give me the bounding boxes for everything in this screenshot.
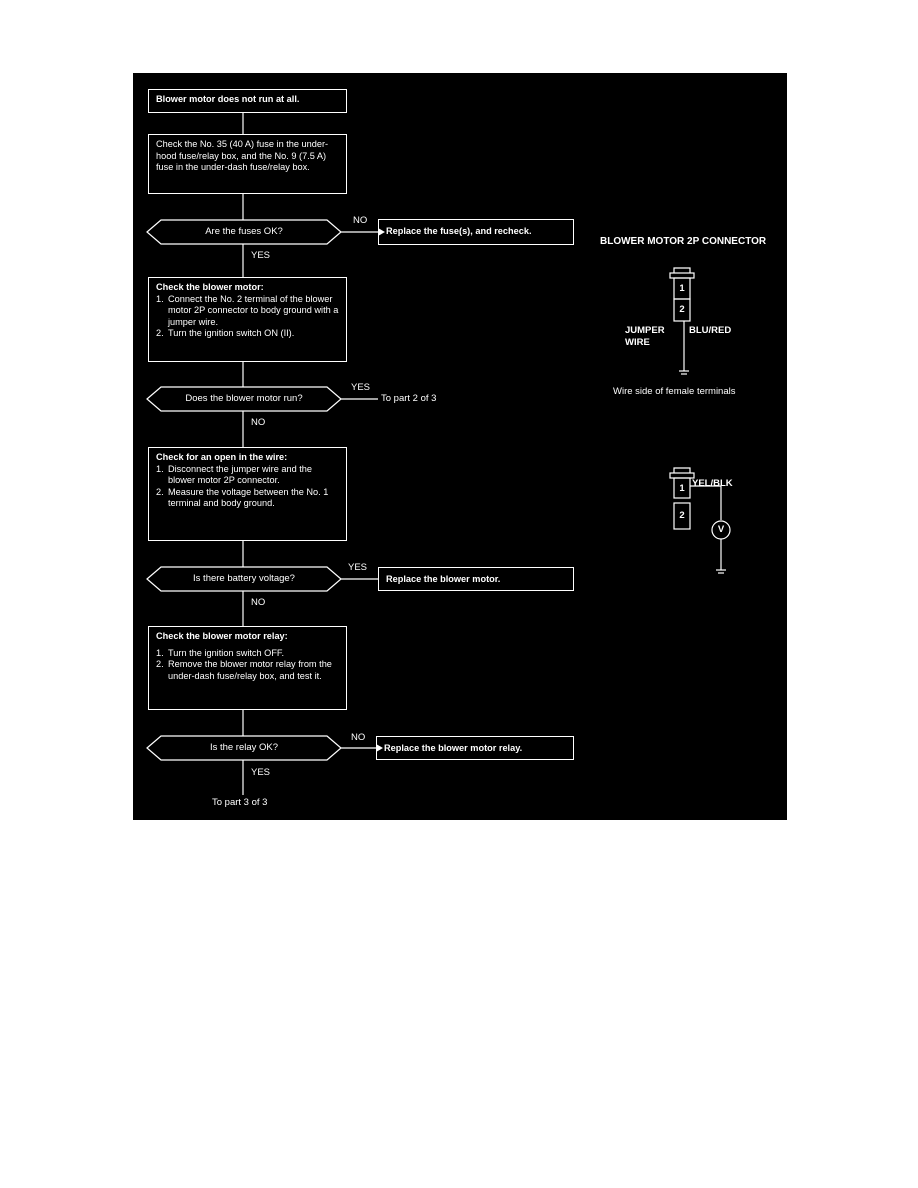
start-text: Blower motor does not run at all. — [156, 94, 300, 104]
step-text: Measure the voltage between the No. 1 te… — [168, 486, 329, 509]
connector-lock — [669, 472, 695, 479]
connector-lock — [669, 272, 695, 279]
check-relay-step: 1. Turn the ignition switch OFF. — [156, 648, 339, 660]
check-open-box: Check for an open in the wire: 1. Discon… — [148, 447, 347, 541]
motor-run-yes-label: YES — [351, 382, 371, 393]
check-open-title: Check for an open in the wire: — [156, 452, 288, 462]
step-text: Turn the ignition switch ON (II). — [168, 328, 295, 339]
voltmeter-symbol: V — [717, 524, 725, 535]
decision-fuses-text: Are the fuses OK? — [205, 226, 283, 237]
connector-title: BLOWER MOTOR 2P CONNECTOR — [600, 236, 767, 247]
decision-shape — [146, 566, 342, 592]
check-motor-step: 2. Turn the ignition switch ON (II). — [156, 328, 339, 340]
decision-battery-text: Is there battery voltage? — [193, 573, 295, 584]
step-text: Turn the ignition switch OFF. — [168, 647, 285, 658]
fuses-no-label: NO — [353, 215, 368, 226]
step-text: Connect the No. 2 terminal of the blower… — [168, 293, 339, 327]
check-motor-step: 1. Connect the No. 2 terminal of the blo… — [156, 294, 339, 329]
step-number: 2. — [156, 486, 164, 497]
step-number: 1. — [156, 293, 164, 304]
check-open-step: 2. Measure the voltage between the No. 1… — [156, 487, 339, 510]
decision-shape — [146, 735, 342, 761]
meter-terminal-1-label: 1 — [679, 483, 685, 494]
arrowhead — [376, 744, 383, 752]
step-text: Disconnect the jumper wire and the blowe… — [168, 463, 313, 486]
flowchart-lines — [146, 113, 731, 795]
arrowhead — [378, 228, 385, 236]
to-part3-label: To part 3 of 3 — [212, 797, 268, 808]
step-number: 1. — [156, 463, 164, 474]
connector-tab — [673, 267, 691, 273]
decision-shape — [146, 219, 342, 245]
to-part2-label: To part 2 of 3 — [381, 393, 437, 404]
meter-lead — [690, 485, 722, 520]
connector-tab — [673, 467, 691, 473]
connector-caption: Wire side of female terminals — [613, 386, 736, 397]
step-number: 1. — [156, 647, 164, 658]
replace-relay-text: Replace the blower motor relay. — [384, 743, 523, 753]
yel-blk-label: YEL/BLK — [692, 478, 733, 489]
terminal-2-cell — [673, 298, 691, 322]
battery-no-label: NO — [251, 597, 266, 608]
step-number: 2. — [156, 659, 164, 670]
replace-fuses-text: Replace the fuse(s), and recheck. — [386, 226, 532, 236]
fuses-yes-label: YES — [251, 250, 271, 261]
check-relay-box: Check the blower motor relay: 1. Turn th… — [148, 626, 347, 710]
replace-fuses-box: Replace the fuse(s), and recheck. — [378, 219, 574, 245]
decision-motor-run-text: Does the blower motor run? — [185, 393, 303, 404]
motor-run-no-label: NO — [251, 417, 266, 428]
blu-red-label: BLU/RED — [689, 325, 732, 336]
relay-no-label: NO — [351, 732, 366, 743]
step-text: Remove the blower motor relay from the u… — [168, 659, 332, 681]
decision-shape — [146, 386, 342, 412]
replace-motor-text: Replace the blower motor. — [386, 574, 501, 584]
check-motor-title: Check the blower motor: — [156, 282, 264, 292]
jumper-label: JUMPER — [625, 325, 665, 336]
replace-relay-box: Replace the blower motor relay. — [376, 736, 574, 760]
start-box: Blower motor does not run at all. — [148, 89, 347, 113]
jumper-label-line2: WIRE — [625, 337, 650, 348]
diagram-panel: Blower motor does not run at all. Check … — [133, 73, 787, 820]
check-relay-step: 2. Remove the blower motor relay from th… — [156, 659, 339, 682]
relay-yes-label: YES — [251, 767, 271, 778]
terminal-1-cell — [673, 477, 691, 499]
check-fuses-text: Check the No. 35 (40 A) fuse in the unde… — [156, 139, 329, 173]
meter-terminal-2-label: 2 — [679, 510, 685, 521]
replace-motor-box: Replace the blower motor. — [378, 567, 574, 591]
terminal-2-label: 2 — [679, 304, 685, 315]
check-open-step: 1. Disconnect the jumper wire and the bl… — [156, 464, 339, 487]
decision-relay-text: Is the relay OK? — [209, 742, 279, 753]
check-fuses-box: Check the No. 35 (40 A) fuse in the unde… — [148, 134, 347, 194]
terminal-2-cell — [673, 502, 691, 530]
check-motor-box: Check the blower motor: 1. Connect the N… — [148, 277, 347, 362]
terminal-1-label: 1 — [679, 283, 685, 294]
battery-yes-label: YES — [348, 562, 368, 573]
check-relay-title: Check the blower motor relay: — [156, 631, 288, 641]
step-number: 2. — [156, 328, 164, 339]
